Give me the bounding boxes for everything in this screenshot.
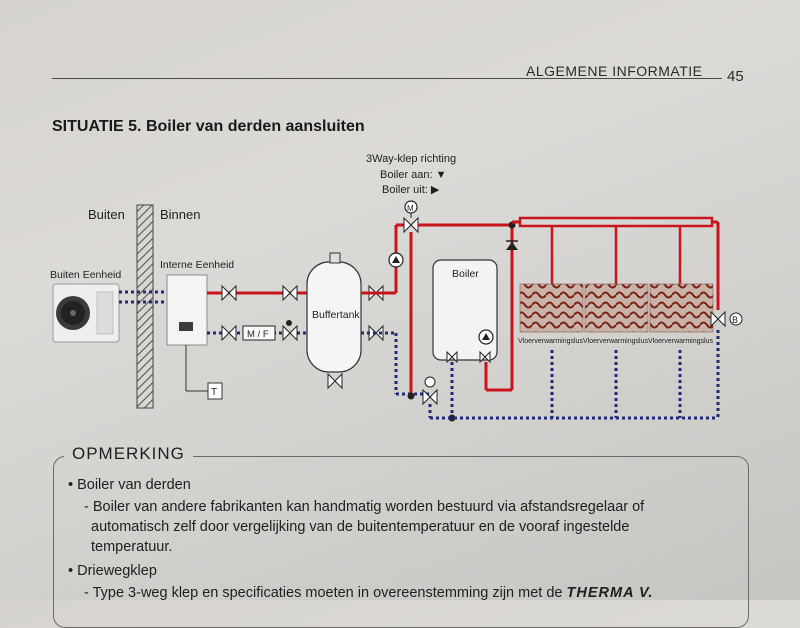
- thermostat-label: T: [211, 387, 217, 398]
- boiler-label: Boiler: [452, 268, 479, 280]
- note-text-line: - Type 3-weg klep en specificaties moete…: [84, 585, 563, 601]
- boiler: [432, 259, 498, 364]
- note-text: - Type 3-weg klep en specificaties moete…: [84, 585, 653, 601]
- note-text: - Boiler van andere fabrikanten kan hand…: [84, 499, 645, 515]
- indoor-unit: [166, 274, 208, 346]
- note-title: OPMERKING: [64, 444, 193, 464]
- floor-loop: [519, 283, 714, 333]
- mf-filter: [242, 325, 276, 341]
- indoor-unit-label: Interne Eenheid: [160, 259, 234, 271]
- note-text: temperatuur.: [91, 539, 173, 555]
- valve-direction-title: 3Way-klep richting: [366, 153, 456, 165]
- boiler-on-label: Boiler aan: ▼: [380, 169, 447, 181]
- floor-loop-label: Vloerverwarmingslus: [583, 338, 648, 345]
- note-bullet: • Boiler van derden: [68, 477, 191, 493]
- valve: [221, 284, 384, 342]
- outdoor-unit: [52, 283, 120, 343]
- brand-logo: THERMA V.: [566, 585, 654, 601]
- floor-loop-label: Vloerverwarmingslus: [648, 338, 713, 345]
- outside-label: Buiten: [88, 207, 125, 222]
- wall: [136, 204, 154, 409]
- buffer-tank: [306, 252, 362, 390]
- page-number: 45: [727, 68, 744, 85]
- note-text: automatisch zelf door vergelijking van d…: [91, 519, 630, 535]
- bypass-label: B: [732, 315, 738, 325]
- mf-label: M / F: [247, 329, 269, 340]
- svg-text:M: M: [407, 204, 414, 213]
- boiler-off-label: Boiler uit: ▶: [382, 184, 440, 196]
- header-divider: [52, 78, 722, 79]
- section-title: ALGEMENE INFORMATIE: [526, 63, 703, 79]
- page-title: SITUATIE 5. Boiler van derden aansluiten: [52, 118, 365, 135]
- outdoor-unit-label: Buiten Eenheid: [50, 269, 121, 281]
- floor-loop-label: Vloerverwarmingslus: [518, 338, 583, 345]
- thermostat: [207, 382, 223, 400]
- inside-label: Binnen: [160, 207, 200, 222]
- bypass-valve: [710, 310, 726, 328]
- note-bullet: • Driewegklep: [68, 563, 157, 579]
- piping-diagram: 3Way-klep richting Boiler aan: ▼ Boiler …: [50, 153, 743, 422]
- three-way-valve: M: [403, 200, 419, 234]
- buffer-tank-label: Buffertank: [312, 309, 360, 321]
